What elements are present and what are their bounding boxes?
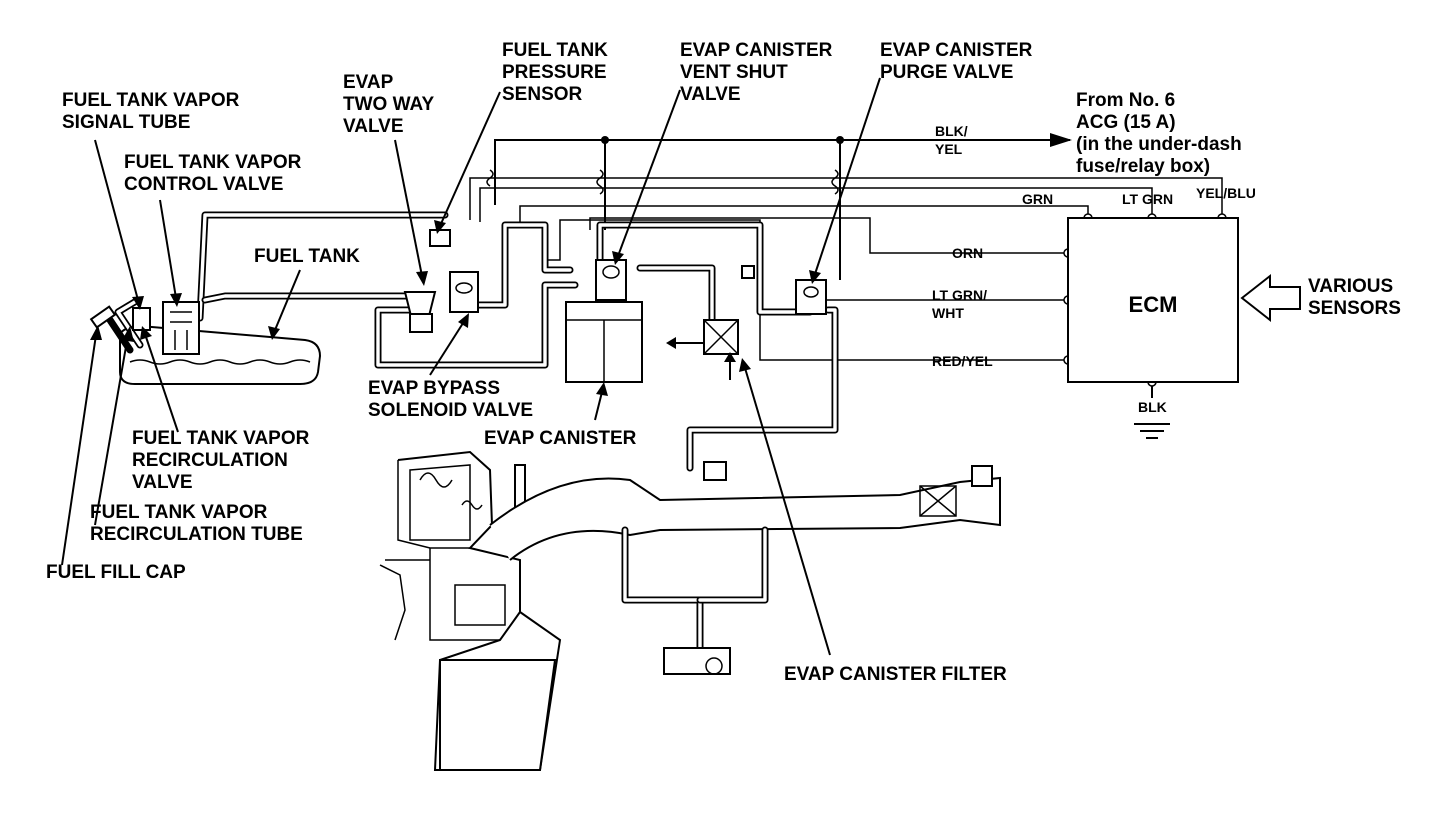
- label-fuel-tank: FUEL TANK: [254, 246, 360, 267]
- various-sensors-arrow: [1240, 273, 1301, 323]
- wire-label-lt-grn-wht: LT GRN/ WHT: [932, 287, 991, 321]
- wire-label-lt-grn: LT GRN: [1122, 191, 1173, 207]
- canister-hose: [466, 221, 574, 309]
- label-from-no6: From No. 6 ACG (15 A) (in the under-dash…: [1076, 90, 1247, 177]
- yel-blu-wire: [469, 177, 1223, 220]
- label-signal-tube: FUEL TANK VAPOR SIGNAL TUBE: [62, 90, 245, 133]
- label-canister-filter: EVAP CANISTER FILTER: [784, 664, 1007, 685]
- label-evap-canister: EVAP CANISTER: [484, 428, 637, 449]
- ecm-box: [1067, 217, 1239, 383]
- label-purge-valve: EVAP CANISTER PURGE VALVE: [880, 40, 1038, 83]
- wire-bump-3: [831, 169, 839, 195]
- fuel-level: [129, 359, 311, 365]
- wire-bump-1: [486, 169, 494, 187]
- hoses: [196, 211, 839, 472]
- wire-label-blk: BLK: [1138, 399, 1167, 415]
- wire-label-orn: ORN: [952, 245, 983, 261]
- label-control-valve: FUEL TANK VAPOR CONTROL VALVE: [124, 152, 307, 195]
- label-bypass-solenoid-valve: EVAP BYPASS SOLENOID VALVE: [368, 378, 533, 421]
- blk-yel-wire: [494, 139, 1070, 205]
- wire-label-yel-blu: YEL/BLU: [1196, 185, 1256, 201]
- label-vent-shut-valve: EVAP CANISTER VENT SHUT VALVE: [680, 40, 838, 105]
- label-recirculation-valve: FUEL TANK VAPOR RECIRCULATION VALVE: [132, 428, 315, 493]
- pressure-sensor-shape: [429, 229, 451, 247]
- map-sensor: [663, 647, 731, 675]
- wire-bump-2: [596, 169, 604, 195]
- wire-label-grn: GRN: [1022, 191, 1053, 207]
- grn-wire: [519, 205, 1089, 228]
- bypass-solenoid-valve-shape: [449, 271, 479, 313]
- lt-grn-wire: [479, 187, 1153, 222]
- label-two-way-valve: EVAP TWO WAY VALVE: [343, 72, 439, 137]
- label-recirculation-tube: FUEL TANK VAPOR RECIRCULATION TUBE: [90, 502, 303, 545]
- wire-label-red-yel: RED/YEL: [932, 353, 993, 369]
- orn-wire: [589, 217, 1068, 254]
- engine-crankcase: [439, 659, 557, 771]
- vent-hose: [636, 264, 716, 324]
- label-various-sensors: VARIOUS SENSORS: [1308, 276, 1401, 319]
- vacuum-hose: [621, 526, 704, 654]
- supply-arrow: [1050, 133, 1072, 147]
- label-fuel-fill-cap: FUEL FILL CAP: [46, 562, 186, 583]
- recirculation-valve-shape: [132, 307, 151, 331]
- connector: [741, 265, 755, 279]
- leader-lines: [61, 77, 881, 656]
- engine: [379, 450, 1001, 771]
- fuel-fill-cap-shape: [89, 305, 117, 329]
- control-valve-shape: [162, 301, 200, 355]
- ecm-label: ECM: [1129, 292, 1178, 317]
- wire-label-blk-yel: BLK/ YEL: [935, 123, 972, 157]
- intake-manifold: [489, 476, 1001, 561]
- label-pressure-sensor: FUEL TANK PRESSURE SENSOR: [502, 40, 613, 105]
